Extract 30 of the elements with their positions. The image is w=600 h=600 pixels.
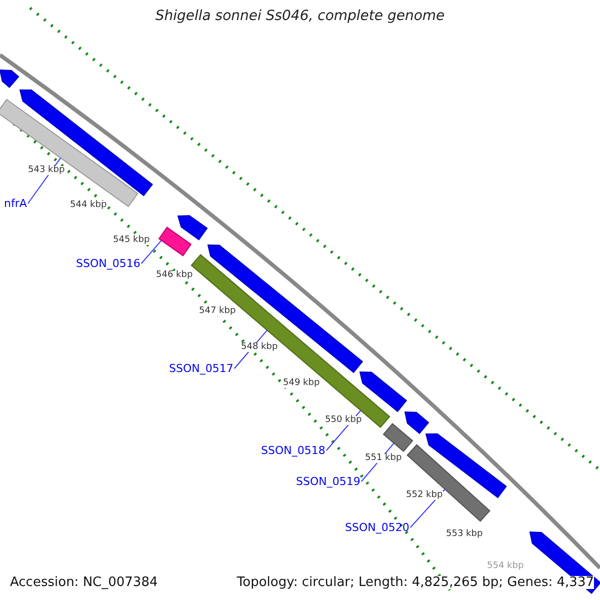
genome-info-text: Topology: circular; Length: 4,825,265 bp; Genes: 4,337 [236, 576, 594, 589]
scale-label: 545 kbp [113, 236, 150, 245]
scale-label: 546 kbp [156, 271, 193, 280]
gene-feature [425, 433, 507, 498]
gene-feature [404, 411, 430, 434]
scale-label: 549 kbp [283, 379, 320, 388]
accession-text: Accession: NC_007384 [10, 576, 158, 589]
gene-bar [406, 444, 490, 522]
scale-label: 547 kbp [199, 307, 236, 316]
gene-feature [177, 215, 208, 240]
gene-label: SSON_0519 [296, 476, 360, 487]
gene-feature [19, 90, 153, 196]
scale-label: 544 kbp [70, 201, 107, 210]
gene-feature [0, 69, 20, 88]
gene-label: nfrA [4, 198, 27, 209]
title: Shigella sonnei Ss046, complete genome [154, 9, 446, 23]
leader-line [140, 240, 162, 264]
gene-bar [0, 98, 138, 208]
scale-label: 552 kbp [406, 491, 443, 500]
gene-bar [158, 226, 192, 256]
gene-label: SSON_0518 [261, 445, 326, 456]
gene-label: SSON_0516 [76, 258, 140, 269]
gene-label: SSON_0517 [169, 363, 234, 374]
scale-label: 543 kbp [28, 166, 65, 175]
scale-label: 551 kbp [365, 454, 402, 463]
gene-bar [382, 423, 414, 452]
scale-label: 548 kbp [241, 343, 278, 352]
scale-label: 550 kbp [325, 416, 362, 425]
gene-feature [359, 371, 408, 412]
gene-label: SSON_0520 [345, 522, 410, 533]
